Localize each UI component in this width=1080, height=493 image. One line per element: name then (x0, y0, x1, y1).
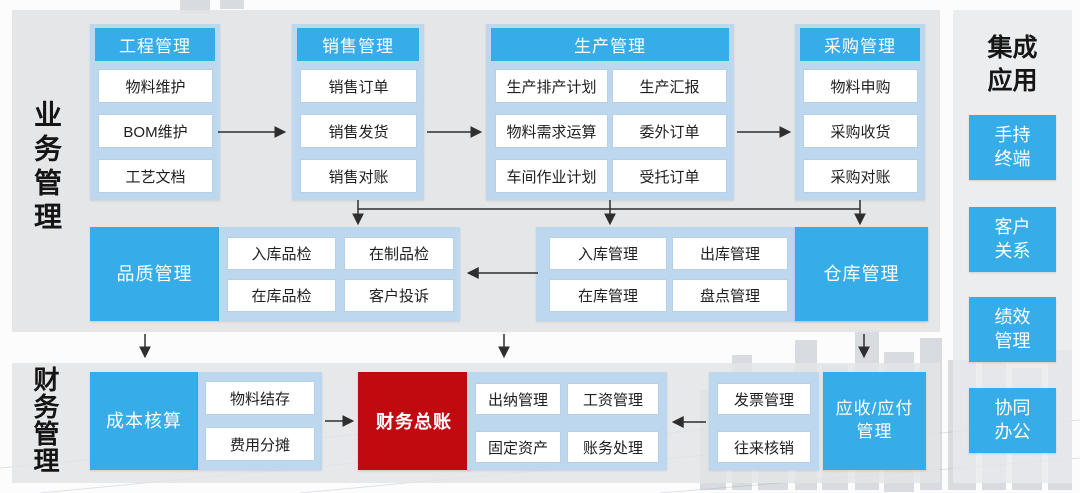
app-collaborative-office: 协同 办公 (969, 388, 1056, 453)
cashier-items-group: 出纳管理 工资管理 固定资产 账务处理 (467, 372, 667, 470)
app-performance-management: 绩效 管理 (969, 297, 1056, 362)
module-item-material-requisition: 物料申购 (804, 70, 917, 102)
module-item-production-scheduling: 生产排产计划 (496, 70, 607, 102)
integration-title: 集成 应用 (987, 34, 1038, 95)
finance-section-label: 财务管理 (30, 366, 60, 474)
module-item-consignment-order: 受托订单 (613, 160, 726, 192)
module-item-invoice-management: 发票管理 (718, 384, 810, 414)
module-item-workshop-plan: 车间作业计划 (496, 160, 607, 192)
business-management-panel: 工程管理 物料维护 BOM维护 工艺文档 销售管理 销售订单 销售发货 销售对账… (12, 10, 940, 332)
module-item-incoming-inspection: 入库品检 (228, 238, 335, 269)
module-item-production-report: 生产汇报 (613, 70, 726, 102)
module-item-sales-shipment: 销售发货 (301, 115, 416, 147)
module-item-outsourcing-order: 委外订单 (613, 115, 726, 147)
production-module-group: 生产管理 生产排产计划 生产汇报 物料需求运算 委外订单 车间作业计划 受托订单 (486, 24, 734, 200)
module-item-material-maintenance: 物料维护 (99, 70, 212, 102)
app-customer-relationship: 客户 关系 (969, 207, 1056, 272)
module-item-sales-order: 销售订单 (301, 70, 416, 102)
sales-header: 销售管理 (297, 28, 419, 61)
module-item-transaction-writeoff: 往来核销 (718, 432, 810, 462)
business-section-label: 业务管理 (31, 100, 62, 236)
module-item-inprocess-inspection: 在制品检 (345, 238, 453, 269)
quality-items-group: 入库品检 在制品检 在库品检 客户投诉 (219, 227, 460, 321)
engineering-header: 工程管理 (95, 28, 215, 61)
procurement-header: 采购管理 (800, 28, 920, 61)
module-item-accounting-processing: 账务处理 (568, 432, 658, 462)
finance-management-panel: 成本核算 物料结存 费用分摊 财务总账 出纳管理 工资管理 固定资产 账务处理 … (12, 363, 940, 483)
cost-accounting-box: 成本核算 (90, 372, 198, 470)
module-item-purchase-receipt: 采购收货 (804, 115, 917, 147)
module-item-cost-allocation: 费用分摊 (206, 428, 314, 460)
module-item-sales-reconciliation: 销售对账 (301, 160, 416, 192)
module-item-stock-inspection: 在库品检 (228, 280, 335, 311)
module-item-bom-maintenance: BOM维护 (99, 115, 212, 147)
module-item-outbound-management: 出库管理 (673, 238, 787, 269)
module-item-purchase-reconciliation: 采购对账 (804, 160, 917, 192)
quality-module-box: 品质管理 (90, 227, 219, 321)
module-item-material-balance: 物料结存 (206, 382, 314, 414)
warehouse-module-box: 仓库管理 (795, 227, 928, 321)
module-item-cashier-management: 出纳管理 (476, 384, 560, 414)
module-item-inbound-management: 入库管理 (550, 238, 666, 269)
production-header: 生产管理 (491, 28, 729, 61)
general-ledger-box: 财务总账 (358, 372, 470, 470)
module-item-process-document: 工艺文档 (99, 160, 212, 192)
integration-apps-panel: 集成 应用 手持 终端 客户 关系 绩效 管理 协同 办公 (953, 10, 1072, 483)
module-item-stock-management: 在库管理 (550, 280, 666, 311)
module-item-customer-complaint: 客户投诉 (345, 280, 453, 311)
cost-items-group: 物料结存 费用分摊 (198, 372, 322, 470)
engineering-module-group: 工程管理 物料维护 BOM维护 工艺文档 (90, 24, 220, 200)
module-item-mrp: 物料需求运算 (496, 115, 607, 147)
module-item-fixed-assets: 固定资产 (476, 432, 560, 462)
receivable-payable-box: 应收/应付 管理 (823, 372, 926, 470)
app-handheld-terminal: 手持 终端 (969, 115, 1056, 180)
procurement-module-group: 采购管理 物料申购 采购收货 采购对账 (795, 24, 925, 200)
sales-module-group: 销售管理 销售订单 销售发货 销售对账 (292, 24, 424, 200)
module-item-payroll-management: 工资管理 (568, 384, 658, 414)
invoice-items-group: 发票管理 往来核销 (709, 372, 819, 470)
module-item-stocktaking-management: 盘点管理 (673, 280, 787, 311)
